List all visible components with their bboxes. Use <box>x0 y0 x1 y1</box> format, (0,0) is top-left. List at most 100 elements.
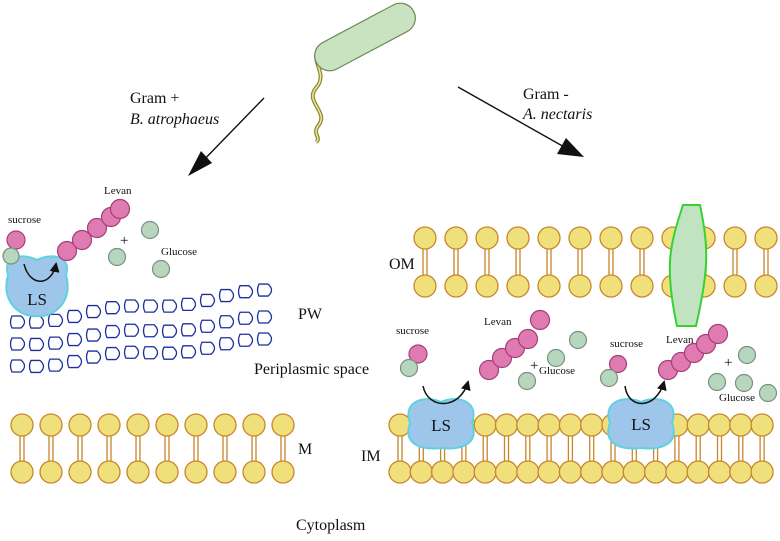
glucose-molecule <box>599 368 619 388</box>
lipid <box>271 413 295 484</box>
plus-sign: + <box>530 358 538 374</box>
bacterium-body <box>314 2 416 72</box>
gram-positive-label: Gram + <box>130 90 179 107</box>
peptidoglycan-unit <box>180 297 197 312</box>
sucrose-label: sucrose <box>610 338 643 350</box>
glucose-molecule <box>2 247 20 265</box>
peptidoglycan-unit <box>237 285 254 299</box>
glucose-molecule <box>758 383 778 403</box>
peptidoglycan-unit <box>237 333 254 347</box>
fructose-unit <box>408 344 428 364</box>
peptidoglycan-unit <box>66 354 83 369</box>
peptidoglycan-unit <box>218 337 235 351</box>
glucose-molecule <box>737 345 757 365</box>
glucose-molecule <box>707 372 727 392</box>
glucose-molecule <box>151 259 171 279</box>
peptidoglycan-unit <box>85 304 102 319</box>
molecules <box>2 198 778 403</box>
peptidoglycan-unit <box>85 350 102 364</box>
fructose-unit <box>529 309 551 331</box>
peptidoglycan-unit <box>237 311 254 325</box>
peptidoglycan-wall <box>9 283 273 374</box>
lipid <box>155 413 179 484</box>
peptidoglycan-unit <box>218 315 235 329</box>
arrow-to-gram-negative <box>457 86 567 149</box>
levan-label: Levan <box>666 334 694 346</box>
outer-membrane <box>413 226 778 298</box>
glucose-label: Glucose <box>161 246 197 258</box>
peptidoglycan-unit <box>104 346 121 361</box>
glucose-molecule <box>517 371 537 391</box>
lipid <box>475 226 499 298</box>
peptidoglycan-unit <box>161 324 178 338</box>
lipid <box>516 413 540 484</box>
fructose-unit <box>517 328 539 350</box>
lipid <box>126 413 150 484</box>
sucrose-label: sucrose <box>8 214 41 226</box>
sucrose-label: sucrose <box>396 325 429 337</box>
lipid <box>537 226 561 298</box>
glucose-label: Glucose <box>539 365 575 377</box>
glucose-molecule <box>107 247 127 267</box>
fructose-unit <box>56 240 78 262</box>
gram-negative-species: A. nectaris <box>522 106 592 123</box>
arrow-to-gram-positive <box>195 97 265 169</box>
peptidoglycan-unit <box>199 293 216 308</box>
glucose-molecule <box>568 330 588 350</box>
lipid <box>242 413 266 484</box>
peptidoglycan-unit <box>104 301 121 315</box>
lipid <box>630 226 654 298</box>
ls-enzyme-gram-negative-1: LS <box>407 398 475 450</box>
fructose-unit <box>86 217 108 239</box>
arrowhead-gram-negative <box>557 138 584 157</box>
peptidoglycan-unit <box>66 332 83 347</box>
peptidoglycan-unit <box>9 315 26 329</box>
lipid <box>68 413 92 484</box>
peptidoglycan-unit <box>123 299 140 313</box>
lipid <box>686 413 710 484</box>
lipid <box>473 413 497 484</box>
ls-label: LS <box>431 416 451 435</box>
lipid <box>388 413 412 484</box>
glucose-molecule <box>546 348 566 368</box>
lipid <box>580 413 604 484</box>
peptidoglycan-unit <box>28 359 45 374</box>
im-label: IM <box>361 448 381 465</box>
fructose-unit <box>109 198 131 220</box>
peptidoglycan-unit <box>180 323 197 337</box>
peptidoglycan-unit <box>256 283 273 297</box>
lipid <box>754 226 778 298</box>
gram-negative-label: Gram - <box>523 86 569 103</box>
lipid <box>729 413 753 484</box>
fructose-unit <box>478 359 500 381</box>
fructose-unit <box>608 354 628 374</box>
glucose-molecule <box>399 358 419 378</box>
lipid <box>537 413 561 484</box>
om-label: OM <box>389 256 415 273</box>
lipid <box>413 226 437 298</box>
lipid <box>568 226 592 298</box>
peptidoglycan-unit <box>9 337 26 351</box>
ls-enzyme-gram-negative-2: LS <box>607 398 675 450</box>
lipid <box>184 413 208 484</box>
peptidoglycan-unit <box>256 310 273 324</box>
periplasmic-space-label: Periplasmic space <box>254 361 369 378</box>
lipid <box>97 413 121 484</box>
fructose-unit <box>71 229 93 251</box>
lipid <box>506 226 530 298</box>
reaction-arrow <box>23 262 60 282</box>
reaction-arrow <box>422 380 471 405</box>
glucose-label: Glucose <box>719 392 755 404</box>
fructose-unit <box>6 230 26 250</box>
lipid <box>213 413 237 484</box>
peptidoglycan-unit <box>47 358 64 372</box>
peptidoglycan-unit <box>218 288 235 303</box>
plus-sign: + <box>120 233 128 249</box>
lipid <box>723 226 747 298</box>
ls-enzyme-gram-positive: LS <box>5 255 69 318</box>
porin-icon <box>668 204 708 327</box>
bacterium-icon <box>310 2 416 144</box>
levan-label: Levan <box>104 185 132 197</box>
